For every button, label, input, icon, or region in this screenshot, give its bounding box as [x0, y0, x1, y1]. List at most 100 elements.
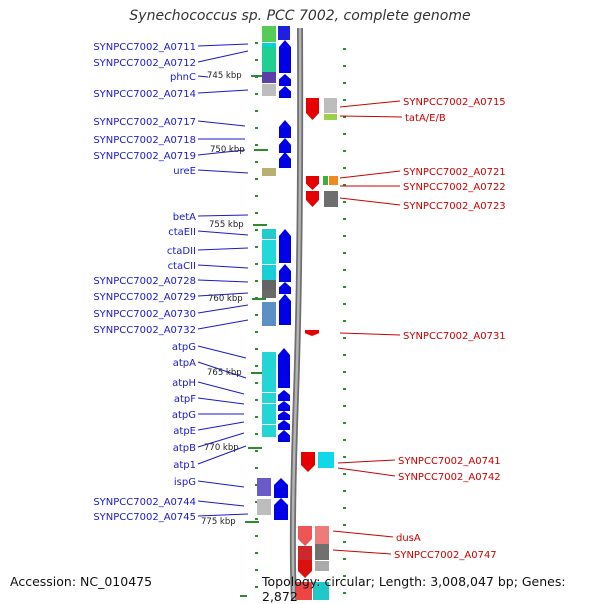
forward-gene-arrow [279, 282, 291, 294]
right-gene-connector [337, 467, 396, 477]
guide-tick [255, 450, 258, 452]
guide-tick [255, 365, 258, 367]
guide-tick [343, 490, 346, 492]
right-gene-connector [337, 459, 396, 464]
left-gene-label: ctaCII [168, 261, 196, 272]
guide-tick [255, 127, 258, 129]
guide-tick [255, 433, 258, 435]
guide-tick [343, 371, 346, 373]
forward-gene-arrow [279, 40, 291, 73]
left-gene-connector [197, 89, 249, 94]
guide-tick [255, 59, 258, 61]
feature-box [262, 404, 276, 414]
guide-tick [255, 263, 258, 265]
left-gene-label: SYNPCC7002_A0718 [93, 135, 196, 146]
guide-tick [255, 178, 258, 180]
left-gene-label: SYNPCC7002_A0712 [93, 58, 196, 69]
guide-tick [343, 48, 346, 50]
guide-tick [343, 116, 346, 118]
guide-tick [343, 82, 346, 84]
feature-box [278, 26, 290, 40]
guide-tick [343, 422, 346, 424]
left-gene-connector [197, 169, 249, 174]
left-gene-connector [197, 279, 249, 283]
feature-box [262, 425, 276, 437]
right-gene-connector [332, 530, 394, 538]
left-gene-connector [197, 247, 249, 251]
right-gene-label: SYNPCC7002_A0721 [403, 167, 506, 178]
guide-tick [343, 558, 346, 560]
guide-tick [255, 212, 258, 214]
left-gene-connector [197, 214, 249, 217]
forward-gene-arrow [279, 138, 291, 153]
forward-gene-arrow [279, 294, 291, 325]
guide-tick [343, 252, 346, 254]
feature-box [262, 290, 276, 298]
guide-tick [343, 473, 346, 475]
feature-box [262, 240, 276, 264]
scale-label: 775 kbp [201, 517, 236, 527]
right-gene-label: SYNPCC7002_A0731 [403, 331, 506, 342]
left-gene-connector [197, 500, 245, 507]
reverse-gene-arrow [298, 560, 312, 578]
guide-tick [255, 552, 258, 554]
left-gene-label: betA [173, 212, 196, 223]
left-gene-connector [197, 513, 249, 517]
left-gene-connector [197, 397, 245, 405]
left-gene-connector [197, 345, 247, 359]
left-gene-label: atpB [173, 443, 196, 454]
forward-gene-arrow [278, 411, 290, 420]
left-gene-label: ctaEII [168, 227, 196, 238]
left-gene-label: SYNPCC7002_A0717 [93, 117, 196, 128]
left-gene-label: SYNPCC7002_A0729 [93, 292, 196, 303]
feature-box [257, 499, 271, 515]
right-gene-connector [339, 170, 401, 179]
right-gene-label: tatA/E/B [405, 113, 446, 124]
left-gene-label: SYNPCC7002_A0744 [93, 497, 196, 508]
forward-gene-arrow [278, 390, 290, 401]
reverse-gene-arrow [306, 98, 319, 120]
scale-label: 755 kbp [209, 220, 244, 230]
left-gene-label: atpH [172, 378, 196, 389]
left-gene-connector [197, 304, 249, 314]
guide-tick [255, 331, 258, 333]
feature-box [324, 98, 337, 113]
feature-box [262, 47, 276, 72]
guide-tick [343, 592, 346, 594]
guide-tick [255, 229, 258, 231]
genome-title: Synechococcus sp. PCC 7002, complete gen… [129, 8, 471, 24]
guide-tick [343, 388, 346, 390]
guide-tick [255, 382, 258, 384]
guide-tick [343, 320, 346, 322]
guide-tick [343, 184, 346, 186]
left-gene-label: SYNPCC7002_A0728 [93, 276, 196, 287]
guide-tick [343, 354, 346, 356]
forward-gene-arrow [279, 152, 291, 168]
guide-tick [255, 416, 258, 418]
left-gene-label: phnC [170, 72, 196, 83]
left-gene-connector [197, 75, 209, 78]
left-gene-connector [197, 50, 249, 63]
guide-tick [255, 399, 258, 401]
right-gene-connector [339, 100, 401, 108]
guide-tick [343, 337, 346, 339]
forward-gene-arrow [279, 74, 291, 86]
feature-box [315, 526, 329, 544]
left-gene-connector [197, 381, 245, 395]
feature-box [313, 582, 329, 600]
right-gene-label: dusA [396, 533, 421, 544]
guide-tick [255, 535, 258, 537]
feature-box [262, 352, 276, 392]
forward-gene-arrow [278, 401, 290, 411]
right-gene-label: SYNPCC7002_A0742 [398, 472, 501, 483]
right-gene-label: SYNPCC7002_A0722 [403, 182, 506, 193]
left-gene-label: atp1 [173, 460, 196, 471]
forward-gene-arrow [279, 120, 291, 138]
feature-box [262, 302, 276, 326]
scale-label: 750 kbp [210, 145, 245, 155]
left-gene-connector [197, 264, 249, 269]
guide-tick [343, 524, 346, 526]
guide-tick [255, 586, 258, 588]
guide-tick [255, 569, 258, 571]
